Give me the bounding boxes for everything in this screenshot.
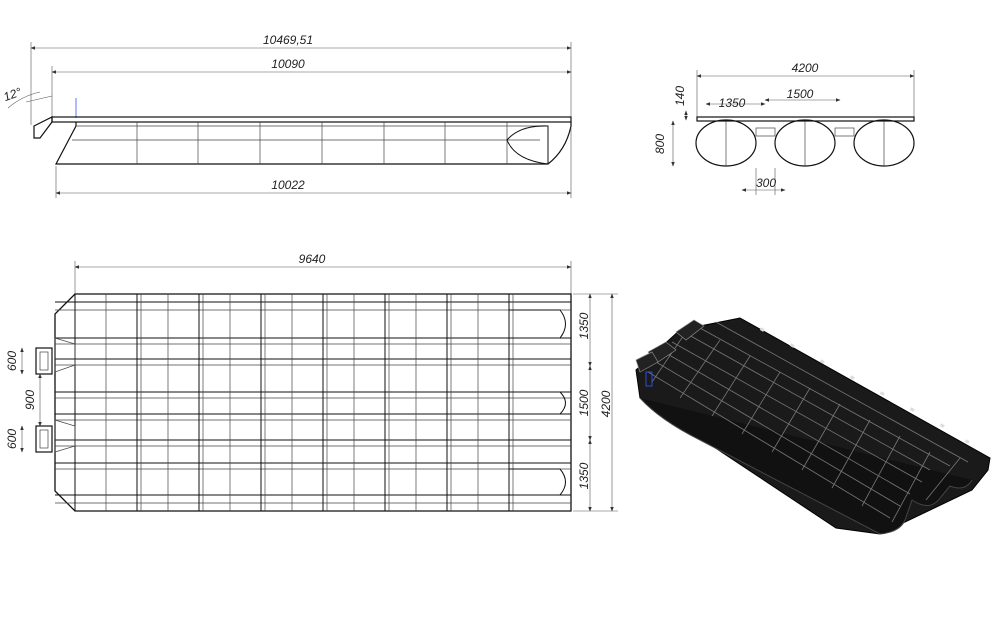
angle-arc [7, 91, 41, 109]
iso-rail-teeth [759, 327, 970, 444]
isometric-view [635, 317, 991, 535]
dim-plan-left-600-top: 600 [5, 351, 19, 371]
plan-frames [74, 294, 514, 511]
side-deck [51, 116, 572, 123]
dim-pontoon-height: 800 [653, 134, 667, 154]
plan-rails [55, 301, 571, 504]
dim-gap: 300 [756, 176, 776, 190]
dim-overall-length: 10469,51 [263, 33, 313, 47]
side-ramp [33, 116, 53, 139]
side-view: 10469,51 10090 12° [2, 33, 572, 198]
dim-deck-thickness: 140 [673, 86, 687, 106]
dim-plan-left-600-bottom: 600 [5, 429, 19, 449]
iso-pontoon-bottoms [639, 397, 973, 535]
side-hull [55, 122, 572, 165]
front-pontoons [695, 119, 915, 167]
dim-plan-left-900: 900 [23, 390, 37, 410]
dim-front-width: 4200 [792, 61, 819, 75]
dim-plan-right-1350-top: 1350 [577, 312, 591, 339]
side-nose-cone [506, 125, 549, 165]
plan-outline [54, 293, 572, 512]
dim-plan-right-1350-bottom: 1350 [577, 462, 591, 489]
side-frame-lines [136, 122, 508, 164]
front-view: 4200 1350 1500 140 800 300 [653, 61, 915, 195]
iso-deck-grid [647, 321, 969, 523]
plan-bow-mounts [35, 337, 76, 453]
plan-view: 9640 [5, 252, 618, 512]
iso-bow-frames [635, 319, 705, 373]
dim-plan-right-1500: 1500 [577, 389, 591, 416]
dim-plan-width: 4200 [599, 390, 613, 417]
front-deck [696, 116, 915, 122]
dim-pontoon-length: 10022 [271, 178, 305, 192]
dim-ramp-angle: 12° [2, 85, 24, 104]
dim-outer-spacing: 1350 [719, 96, 746, 110]
dim-center-spacing: 1500 [787, 87, 814, 101]
dim-plan-length: 9640 [299, 252, 326, 266]
dim-deck-length: 10090 [271, 57, 305, 71]
plan-pontoon-noses [509, 309, 566, 496]
